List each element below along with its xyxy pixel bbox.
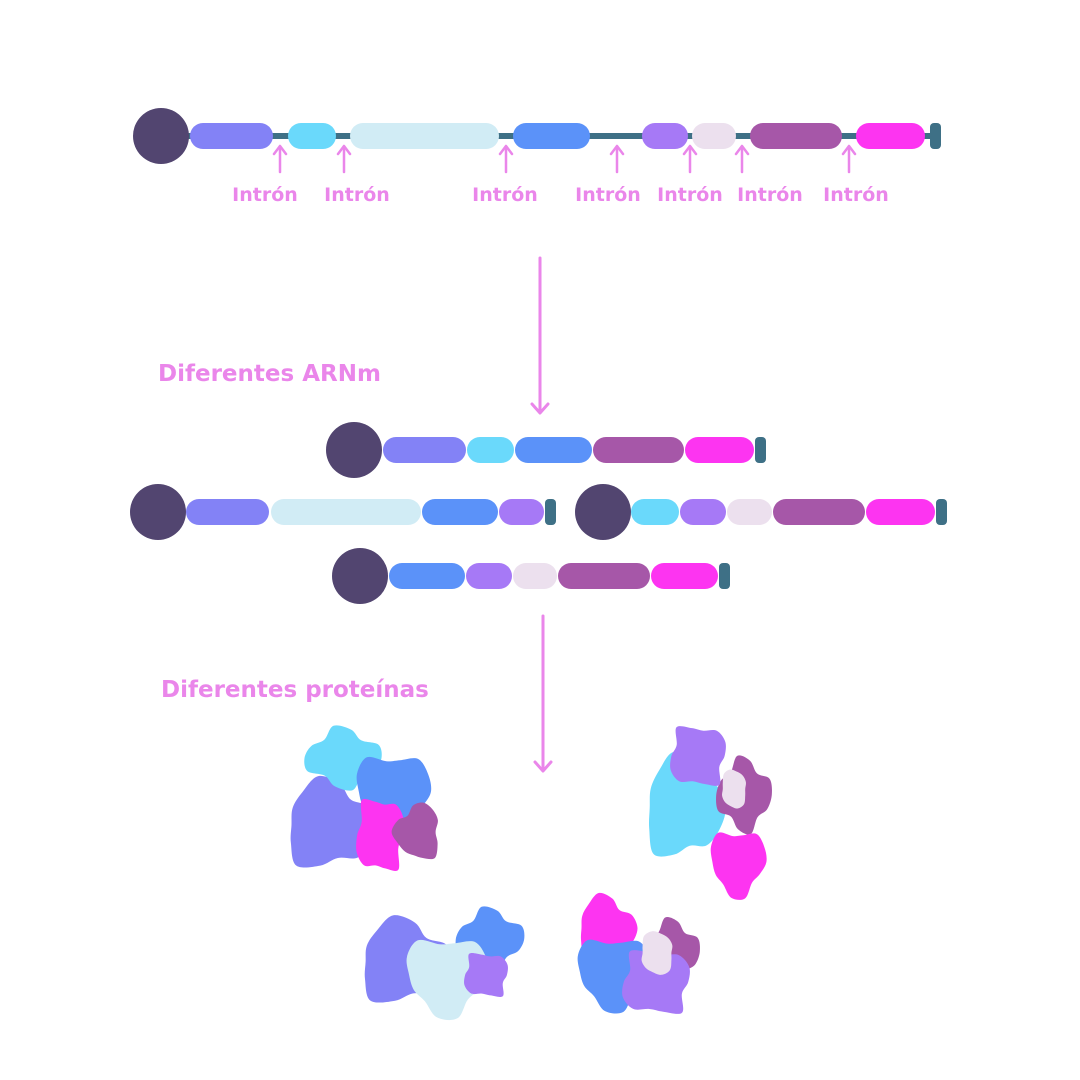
- intron-marker: Intrón: [324, 144, 390, 206]
- mrna-strand: [575, 484, 947, 540]
- pre-mrna-exon: [288, 123, 336, 149]
- mrna-exon: [680, 499, 726, 525]
- mrna-exon: [651, 563, 718, 589]
- mrna-exon: [515, 437, 592, 463]
- mrna-exon: [389, 563, 465, 589]
- intron-marker: Intrón: [232, 144, 298, 206]
- mrna-exon: [186, 499, 269, 525]
- pre-mrna-exon: [692, 123, 736, 149]
- protein-domain: [391, 802, 438, 860]
- protein-domain: [622, 950, 690, 1014]
- mrna-exon: [631, 499, 679, 525]
- mrna-exon: [773, 499, 865, 525]
- mrna-strand: [332, 548, 730, 604]
- intron-label: Intrón: [737, 184, 803, 206]
- mrna-cap: [326, 422, 382, 478]
- section-mrna-label: Diferentes ARNm: [158, 361, 381, 387]
- mrna-exon: [727, 499, 772, 525]
- protein-domain: [648, 751, 726, 857]
- pre-mrna-exon: [642, 123, 688, 149]
- arrow-to-proteins-head: [533, 760, 553, 773]
- protein: [290, 725, 438, 871]
- protein-domain: [710, 832, 767, 900]
- intron-marker: Intrón: [575, 144, 641, 206]
- intron-arrow-head: [498, 144, 514, 156]
- mrna-exon: [558, 563, 650, 589]
- intron-label: Intrón: [823, 184, 889, 206]
- mrna-exon: [513, 563, 557, 589]
- intron-marker: Intrón: [472, 144, 538, 206]
- mrna-cap: [130, 484, 186, 540]
- pre-mrna-exon: [350, 123, 499, 149]
- mrna-exon: [593, 437, 684, 463]
- protein: [364, 906, 525, 1021]
- intron-label: Intrón: [657, 184, 723, 206]
- section-proteins-label: Diferentes proteínas: [161, 677, 429, 703]
- intron-label: Intrón: [232, 184, 298, 206]
- protein-domain: [356, 799, 404, 871]
- intron-arrow-head: [734, 144, 750, 156]
- intron-label: Intrón: [575, 184, 641, 206]
- mrna-strands: [130, 422, 947, 604]
- intron-arrow-head: [336, 144, 352, 156]
- mrna-exon: [499, 499, 544, 525]
- protein-domain: [464, 953, 508, 997]
- mrna-exon: [866, 499, 935, 525]
- pre-mrna-cap: [133, 108, 189, 164]
- protein-domain: [641, 931, 673, 975]
- mrna-cap: [332, 548, 388, 604]
- protein: [577, 892, 700, 1014]
- mrna-strand: [326, 422, 766, 478]
- pre-mrna-exon: [513, 123, 590, 149]
- protein-domain: [722, 769, 746, 809]
- mrna-exon: [271, 499, 421, 525]
- mrna-cap: [575, 484, 631, 540]
- intron-arrow-head: [272, 144, 288, 156]
- arrow-to-mrna-head: [530, 402, 550, 415]
- pre-mrna-exon: [856, 123, 925, 149]
- intron-marker: Intrón: [823, 144, 889, 206]
- mrna-exon: [466, 563, 512, 589]
- pre-mrna-exon: [750, 123, 842, 149]
- pre-mrna-tail: [930, 123, 941, 149]
- mrna-tail: [545, 499, 556, 525]
- protein-domain: [670, 726, 726, 786]
- mrna-strand: [130, 484, 556, 540]
- mrna-tail: [719, 563, 730, 589]
- pre-mrna-exon: [190, 123, 273, 149]
- mrna-tail: [755, 437, 766, 463]
- intron-marker: Intrón: [734, 144, 803, 206]
- intron-markers: Intrón Intrón Intrón Intrón Intrón Intrón Intr…: [232, 144, 889, 206]
- intron-label: Intrón: [472, 184, 538, 206]
- mrna-exon: [685, 437, 754, 463]
- protein: [648, 726, 772, 900]
- intron-arrow-head: [841, 144, 857, 156]
- mrna-tail: [936, 499, 947, 525]
- intron-marker: Intrón: [657, 144, 723, 206]
- mrna-exon: [422, 499, 498, 525]
- intron-arrow-head: [682, 144, 698, 156]
- intron-arrow-head: [609, 144, 625, 156]
- mrna-exon: [383, 437, 466, 463]
- pre-mrna-strand: [133, 108, 941, 164]
- intron-label: Intrón: [324, 184, 390, 206]
- mrna-exon: [467, 437, 514, 463]
- protein-cluster: [290, 725, 772, 1021]
